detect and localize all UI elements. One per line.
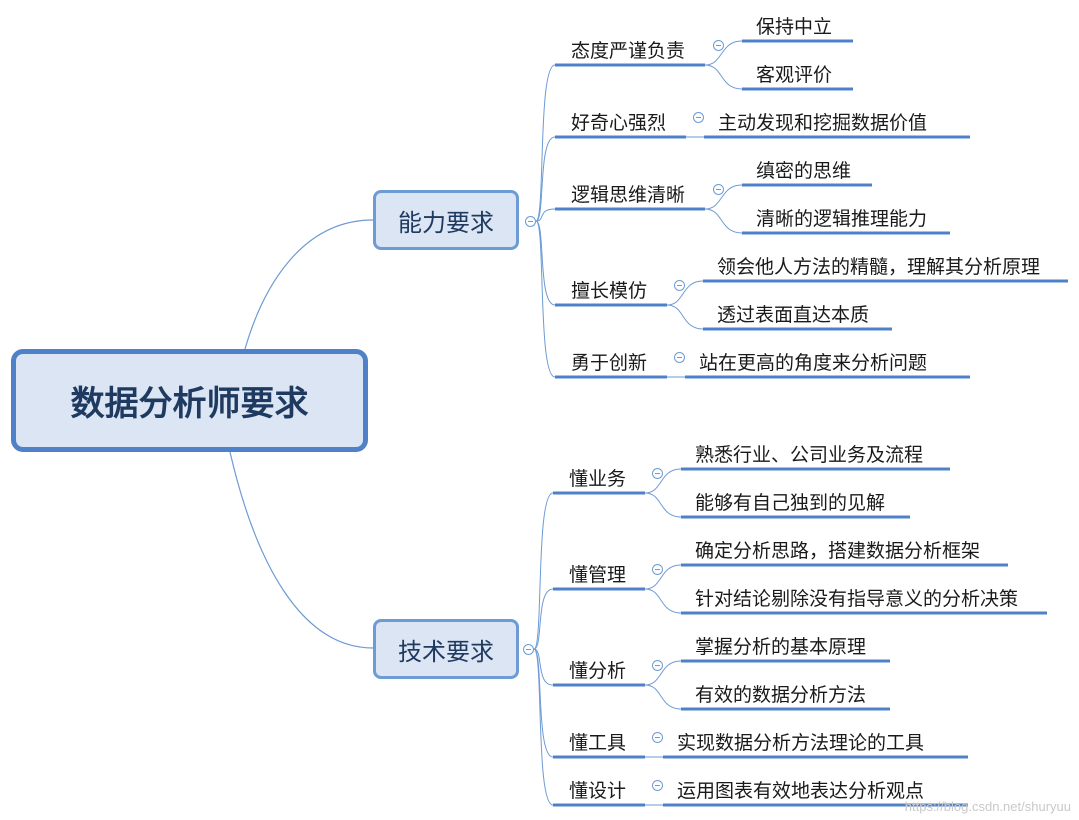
branch-connector-0-0 — [535, 64, 556, 222]
leaf-label-0-2-0[interactable]: 缜密的思维 — [756, 160, 852, 182]
branch-label-1-4[interactable]: 懂设计 — [569, 780, 627, 802]
leaf-label-1-2-1[interactable]: 有效的数据分析方法 — [695, 684, 867, 706]
leaf-connector-1-0-1 — [644, 492, 682, 518]
collapse-toggle-group-1[interactable] — [522, 643, 534, 655]
leaf-connector-1-0-0 — [644, 468, 682, 494]
branch-label-0-1[interactable]: 好奇心强烈 — [571, 112, 667, 134]
collapse-toggle-0-1[interactable] — [692, 111, 704, 123]
leaf-label-0-3-1[interactable]: 透过表面直达本质 — [717, 304, 870, 326]
leaf-label-0-0-1[interactable]: 客观评价 — [756, 64, 833, 86]
branch-connector-1-0 — [533, 492, 554, 650]
leaf-label-1-1-0[interactable]: 确定分析思路，搭建数据分析框架 — [695, 540, 981, 562]
leaf-label-1-1-1[interactable]: 针对结论剔除没有指导意义的分析决策 — [695, 588, 1019, 610]
leaf-label-1-4-0[interactable]: 运用图表有效地表达分析观点 — [677, 780, 925, 802]
branch-label-0-0[interactable]: 态度严谨负责 — [571, 40, 686, 62]
watermark: https://blog.csdn.net/shuryuu — [904, 799, 1071, 814]
collapse-toggle-1-4[interactable] — [651, 779, 663, 791]
collapse-toggle-0-0[interactable] — [712, 39, 724, 51]
leaf-connector-1-2-0 — [644, 660, 682, 686]
branch-label-0-4[interactable]: 勇于创新 — [571, 352, 648, 374]
root-topic[interactable]: 数据分析师要求 — [11, 349, 368, 452]
branch-connector-1-4 — [533, 648, 554, 806]
branch-label-1-2[interactable]: 懂分析 — [569, 660, 627, 682]
leaf-connector-0-2-1 — [704, 208, 743, 234]
leaf-label-0-1-0[interactable]: 主动发现和挖掘数据价值 — [718, 112, 928, 134]
leaf-label-0-2-1[interactable]: 清晰的逻辑推理能力 — [756, 208, 928, 230]
leaf-label-1-3-0[interactable]: 实现数据分析方法理论的工具 — [677, 732, 925, 754]
collapse-toggle-1-2[interactable] — [651, 659, 663, 671]
branch-connector-0-1 — [535, 136, 556, 222]
leaf-label-0-0-0[interactable]: 保持中立 — [756, 16, 833, 38]
branch-connector-1-3 — [533, 648, 554, 758]
collapse-toggle-0-3[interactable] — [673, 279, 685, 291]
leaf-connector-0-3-0 — [666, 280, 704, 306]
branch-label-0-3[interactable]: 擅长模仿 — [571, 280, 648, 302]
leaf-label-0-4-0[interactable]: 站在更高的角度来分析问题 — [699, 352, 928, 374]
branch-connector-0-4 — [535, 220, 556, 378]
leaf-connector-1-2-1 — [644, 684, 682, 710]
branch-label-1-3[interactable]: 懂工具 — [569, 732, 627, 754]
main-topic-ability[interactable]: 能力要求 — [373, 190, 519, 250]
branch-connector-1-1 — [533, 588, 554, 650]
collapse-toggle-1-3[interactable] — [651, 731, 663, 743]
leaf-connector-1-1-0 — [644, 564, 682, 590]
leaf-connector-0-3-1 — [666, 304, 704, 330]
collapse-toggle-0-2[interactable] — [712, 183, 724, 195]
leaf-label-1-0-1[interactable]: 能够有自己独到的见解 — [695, 492, 886, 514]
root-connector-technical — [229, 451, 374, 649]
leaf-connector-0-2-0 — [704, 184, 743, 210]
collapse-toggle-1-0[interactable] — [651, 467, 663, 479]
leaf-label-0-3-0[interactable]: 领会他人方法的精髓，理解其分析原理 — [717, 256, 1041, 278]
leaf-connector-0-0-0 — [704, 40, 743, 66]
leaf-label-1-2-0[interactable]: 掌握分析的基本原理 — [695, 636, 867, 658]
root-connector-ability — [244, 219, 374, 350]
main-topic-technical[interactable]: 技术要求 — [373, 619, 519, 679]
leaf-label-1-0-0[interactable]: 熟悉行业、公司业务及流程 — [695, 444, 924, 466]
leaf-connector-0-0-1 — [704, 64, 743, 90]
collapse-toggle-0-4[interactable] — [673, 351, 685, 363]
collapse-toggle-group-0[interactable] — [524, 215, 536, 227]
branch-label-1-0[interactable]: 懂业务 — [569, 468, 627, 490]
branch-connector-0-2 — [535, 208, 556, 222]
branch-connector-0-3 — [535, 220, 556, 306]
branch-label-0-2[interactable]: 逻辑思维清晰 — [571, 184, 686, 206]
collapse-toggle-1-1[interactable] — [651, 563, 663, 575]
leaf-connector-1-1-1 — [644, 588, 682, 614]
branch-label-1-1[interactable]: 懂管理 — [569, 564, 627, 586]
